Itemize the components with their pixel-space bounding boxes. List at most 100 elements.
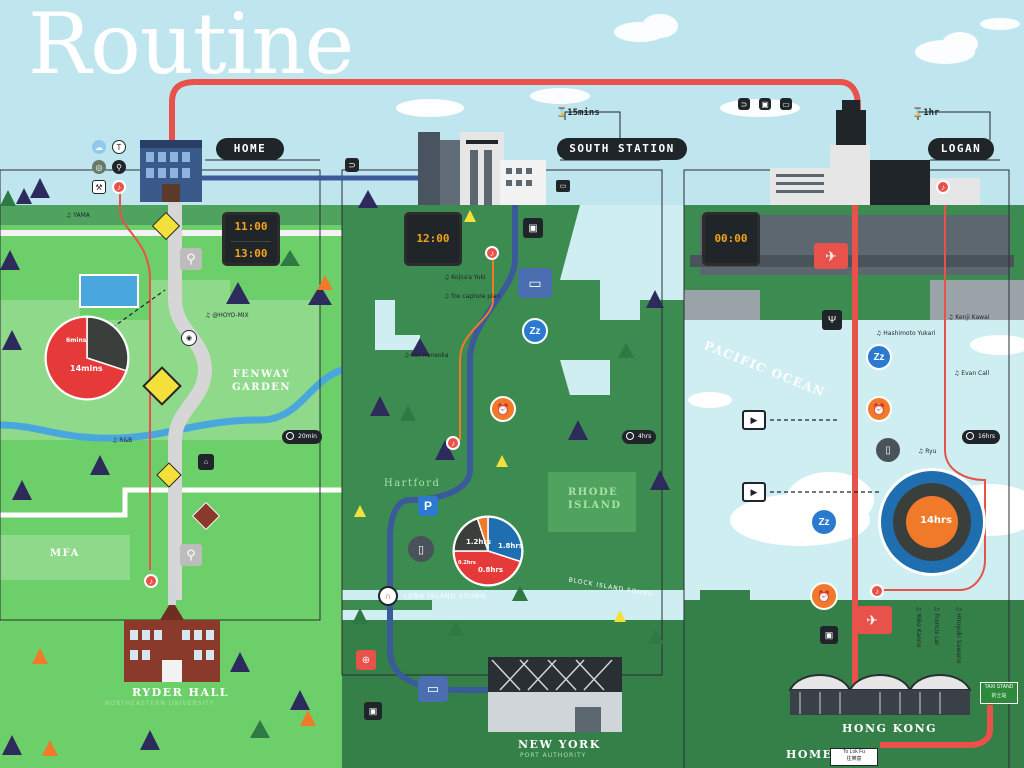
- music-node-icon-6: ♪: [870, 584, 884, 598]
- tablet-icon: ▯: [408, 536, 434, 562]
- music-yama: ♫ YAMA: [66, 212, 90, 219]
- place-rhode-island: RHODE ISLAND: [568, 487, 622, 511]
- game-icon: ⊕: [356, 650, 376, 670]
- compass-icon: ◎: [92, 160, 106, 174]
- hong-kong-terminal: [788, 674, 972, 715]
- luggage-icon-2: ▣: [523, 218, 543, 238]
- weather-icon: ☁: [92, 140, 106, 154]
- home-bottom-label: HOME: [786, 748, 833, 761]
- music-node-icon-5: ♪: [936, 180, 950, 194]
- duration-south-station: ⌛15mins: [556, 108, 600, 118]
- sleep-icon-2: Zz: [866, 344, 892, 370]
- pie-bus-label-2: 1.8hrs: [498, 542, 524, 550]
- bus-stop-icon: ▭: [518, 268, 552, 298]
- south-station-clock: 12:00: [404, 212, 462, 266]
- film-icon-south: ▭: [556, 180, 570, 192]
- bus-icon-2: ▭: [418, 676, 448, 702]
- music-node-icon-3: ♪: [485, 246, 499, 260]
- parking-icon: P: [418, 496, 438, 516]
- uber-icon: ⊃: [345, 158, 359, 172]
- luggage-icon-3: ▣: [364, 702, 382, 720]
- music-kenji: ♫ Kenji Kawai: [948, 314, 990, 321]
- music-ryu: ♫ Ryu: [918, 448, 937, 455]
- music-node-icon: ♪: [112, 180, 126, 194]
- movie-icon: ▶: [742, 410, 766, 430]
- tunnel-icon: ∩: [378, 586, 398, 606]
- taxi-stand-label: TAXI STAND: [984, 684, 1014, 690]
- sleep-icon-3: Zz: [810, 508, 838, 536]
- search-icon: ⚲: [112, 160, 126, 174]
- home-building: [140, 140, 202, 202]
- pie-bus-slice-1: [453, 550, 522, 586]
- music-evan: ♫ Evan Call: [954, 370, 990, 377]
- alarm-icon-3: ⏰: [810, 582, 838, 610]
- luggage-icon-4: ▣: [820, 626, 838, 644]
- south-station-building: [418, 132, 546, 205]
- flight-pie: [878, 468, 986, 576]
- port-authority-building: [488, 657, 622, 732]
- flight-duration-badge: 16hrs: [962, 430, 1001, 444]
- place-ryder-hall: RYDER HALL: [132, 686, 229, 699]
- music-hashimoto: ♫ Hashimoto Yukari: [876, 330, 936, 337]
- music-francis: ♫ Francis Lai: [933, 606, 940, 645]
- place-new-york: NEW YORK: [518, 738, 601, 751]
- music-hoyo: ♫ @HOYO-MIX: [205, 312, 249, 319]
- walk-icon-2: ⚲: [180, 544, 202, 566]
- ticket-icon: ▭: [780, 98, 792, 110]
- music-hiroyuki: ♫ Hiroyuki Sawano: [955, 606, 962, 664]
- music-node-icon-2: ♪: [144, 574, 158, 588]
- direction-sign-line1: To Lok Fu: [843, 749, 865, 755]
- departure-icon: ✈: [814, 243, 848, 269]
- commute-pie-bus: [452, 515, 524, 587]
- pie-bus-label-1: 1.2hrs: [466, 538, 492, 546]
- museum-icon: ⌂: [198, 454, 214, 470]
- taxi-stand-cn: 的士站: [991, 693, 1007, 699]
- page-title: Routine: [28, 0, 354, 93]
- taxi-stand-sign: TAXI STAND 的士站: [980, 682, 1018, 704]
- walk-duration-badge: 20min: [282, 430, 322, 444]
- tablet-icon-2: ▯: [876, 438, 900, 462]
- pie-bus-slice-3: [476, 516, 489, 552]
- commute-pie-home: [44, 315, 130, 401]
- alarm-icon: ⏰: [490, 396, 516, 422]
- station-south-station[interactable]: SOUTH STATION: [557, 138, 687, 160]
- ryder-hall-building: [124, 585, 220, 682]
- music-haneoka: ♫ Kei Haneoka: [404, 352, 449, 359]
- station-logan[interactable]: LOGAN: [928, 138, 994, 160]
- place-mfa: MFA: [50, 548, 80, 559]
- direction-sign-line2: 往樂富: [846, 756, 862, 762]
- luggage-icon: ▣: [759, 98, 771, 110]
- shirt-icon: T: [112, 140, 126, 154]
- alarm-icon-2: ⏰: [866, 396, 892, 422]
- pie-home-label-1: 6mins: [66, 337, 87, 344]
- movie-icon-2: ▶: [742, 482, 766, 502]
- place-hartford: Hartford: [384, 478, 441, 489]
- place-hong-kong: HONG KONG: [842, 722, 938, 735]
- tools-icon: ⚒: [92, 180, 106, 194]
- music-rnb: ♫ R&B: [112, 437, 133, 444]
- music-node-icon-4: ♪: [446, 436, 460, 450]
- pie-home-slice-0: [86, 316, 129, 372]
- pie-bus-slice-0: [487, 516, 523, 563]
- duration-logan: ⌛1hr: [912, 108, 940, 118]
- pie-bus-label-4: 0.2hrs: [458, 560, 476, 566]
- uber-icon-2: ⊃: [738, 98, 750, 110]
- sleep-icon: Zz: [522, 318, 548, 344]
- place-long-island-sound: LONG ISLAND SOUND: [404, 593, 487, 600]
- music-kojiura: ♫ Kojiura Yuki: [444, 274, 486, 281]
- pie-home-slice-1: [45, 316, 127, 400]
- music-yoko: ♫ Yoko Kanno: [915, 606, 922, 648]
- arrival-icon: ✈: [852, 606, 892, 634]
- walk-icon: ⚲: [180, 248, 202, 270]
- pie-bus-label-3: 0.8hrs: [478, 566, 504, 574]
- bus-duration-badge: 4hrs: [622, 430, 657, 444]
- station-home[interactable]: HOME: [216, 138, 284, 160]
- camera-icon: ◉: [181, 330, 197, 346]
- music-fox: ♫ fox capture plan: [444, 293, 501, 300]
- place-ryder-sub: NORTHEASTERN UNIVERSITY: [105, 700, 215, 707]
- flight-pie-center-disc: [906, 496, 958, 548]
- flight-pie-center: 14hrs: [920, 515, 952, 526]
